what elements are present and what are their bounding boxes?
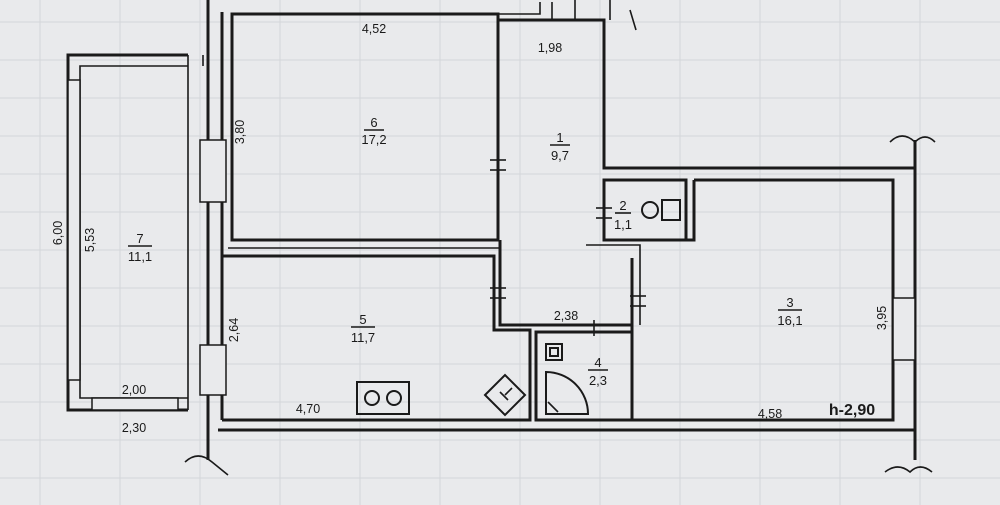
dim-corridor-width: 2,38 (554, 309, 578, 323)
dimension-labels: 4,52 3,80 1,98 6,00 5,53 2,00 2,30 2,64 … (51, 22, 889, 435)
room-6-number: 6 (370, 115, 377, 130)
dim-room7-width-outer: 2,30 (122, 421, 146, 435)
room-6 (228, 12, 500, 249)
window-room6 (199, 139, 227, 203)
sink-icon (545, 343, 563, 361)
room-7-area: 11,1 (128, 249, 152, 264)
room-5-area: 11,7 (351, 330, 375, 345)
room-2-number: 2 (619, 198, 626, 213)
room-labels: 6 17,2 1 9,7 2 1,1 3 16,1 4 2,3 5 11,7 7… (128, 115, 803, 388)
room-5-number: 5 (359, 312, 366, 327)
room-6-area: 17,2 (361, 132, 386, 147)
room-3-number: 3 (786, 295, 793, 310)
dim-room5-width: 4,70 (296, 402, 320, 416)
shower-icon (545, 370, 590, 415)
room-1-number: 1 (556, 130, 563, 145)
dim-room5-depth: 2,64 (227, 318, 241, 342)
room-5-kitchen (218, 254, 915, 432)
cistern-icon (661, 199, 681, 221)
window-room3 (892, 297, 916, 361)
exterior-wall-left (184, 0, 229, 476)
dim-room3-depth: 3,95 (875, 306, 889, 330)
dim-room7-length-inner: 5,53 (83, 228, 97, 252)
dim-room6-width: 4,52 (362, 22, 386, 36)
room-3 (630, 135, 936, 474)
dim-room6-depth: 3,80 (233, 120, 247, 144)
room-3-area: 16,1 (777, 313, 802, 328)
toilet-icon (641, 201, 659, 219)
dim-room7-length-outer: 6,00 (51, 221, 65, 245)
room-4-bathroom (534, 320, 634, 422)
stove-icon (356, 381, 410, 415)
balcony-walls (66, 53, 204, 412)
room-4-number: 4 (594, 355, 601, 370)
room-4-area: 2,3 (589, 373, 607, 388)
room-7-number: 7 (136, 231, 143, 246)
boiler-icon (483, 373, 527, 417)
dim-room1-width: 1,98 (538, 41, 562, 55)
room-2-area: 1,1 (614, 217, 632, 232)
balcony-glazing-bottom (91, 397, 179, 411)
room-2-toilet (586, 178, 688, 325)
ceiling-height-label: h-2,90 (829, 402, 875, 419)
dim-room3-width: 4,58 (758, 407, 782, 421)
dim-room7-width-inner: 2,00 (122, 383, 146, 397)
window-room5 (199, 344, 227, 396)
room-1 (490, 0, 915, 327)
room-1-area: 9,7 (551, 148, 569, 163)
balcony-glazing-left (67, 79, 81, 381)
